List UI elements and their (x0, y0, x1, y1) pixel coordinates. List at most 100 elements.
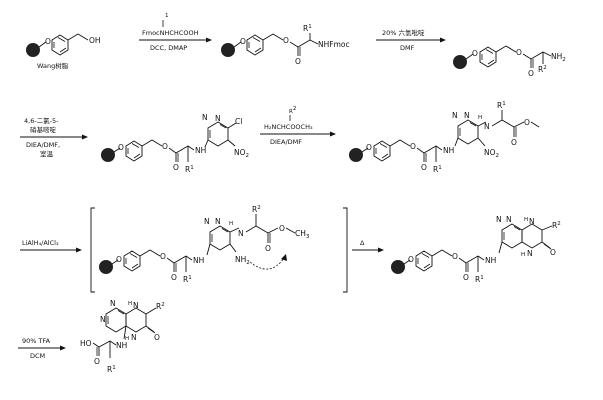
amino-nitrogen: N (484, 122, 490, 131)
nh-fmoc-group: NHFmoc (318, 40, 350, 49)
ester-oxygen: O (160, 252, 166, 261)
lactam-oxygen: O (154, 333, 160, 342)
step-6-arrow: Δ (352, 239, 384, 253)
resin-bead-icon (391, 260, 405, 274)
carbonyl-oxygen: O (511, 138, 517, 147)
ether-oxygen: O (45, 37, 51, 46)
ring-nitrogen: N (215, 114, 221, 123)
methoxy-oxygen: O (279, 224, 285, 233)
ester-oxygen: O (410, 142, 416, 151)
chloronitropyrimidine-structure: O O O R1 NH N N Cl NO2 (101, 113, 249, 174)
resin-bead-icon (101, 148, 115, 162)
ether-oxygen: O (408, 255, 414, 264)
nh-hydrogen: H (229, 221, 233, 227)
step-7-arrow: 90% TFA DCM (18, 337, 66, 360)
ring-nitrogen: N (100, 315, 106, 324)
step-1-conditions: DCC, DMAP (150, 44, 187, 52)
free-amine-structure: O O O NH2 R2 (453, 45, 566, 78)
ring-nitrogen: N (215, 217, 221, 226)
resin-bead-icon (453, 55, 467, 69)
step-2-conditions: DMF (400, 44, 415, 52)
heat-symbol: Δ (360, 239, 365, 247)
ring-nitrogen: N (110, 299, 116, 308)
r2-substituent: R2 (552, 221, 561, 230)
nh-linker: NH (485, 256, 496, 265)
carbonyl-oxygen: O (463, 273, 469, 282)
step-2-reagent: 20% 六氢吡啶 (382, 28, 425, 37)
step-4-conditions: DIEA/DMF (270, 138, 302, 146)
chloro-group: Cl (235, 117, 242, 126)
ring-nitrogen: N (496, 215, 502, 224)
ether-oxygen: O (366, 143, 372, 152)
methyl-group: CH3 (295, 229, 310, 240)
r2-substituent: R2 (538, 65, 547, 74)
step-7-reagent: 90% TFA (22, 337, 51, 345)
lactam-hydrogen: H (521, 252, 525, 258)
right-bracket (343, 207, 348, 293)
nitro-group: NO2 (484, 148, 499, 159)
ester-oxygen: O (452, 252, 458, 261)
r1-substituent: R1 (475, 275, 484, 284)
step-5-arrow: LiAlH₄/AlCl₃ (20, 239, 82, 253)
ring-nitrogen: N (529, 217, 535, 226)
resin-bead-icon (99, 260, 113, 274)
r1-substituent: R1 (107, 365, 116, 374)
carbonyl-oxygen: O (295, 57, 301, 66)
r2-substituent: R2 (156, 302, 165, 311)
ether-oxygen: O (116, 255, 122, 264)
ring-nh-hydrogen: H (524, 217, 528, 223)
fmoc-ester-structure: O O O NHFmoc R1 (221, 24, 350, 66)
amine-group: NH2 (551, 52, 566, 63)
ring-nitrogen: N (506, 215, 512, 224)
r1-substituent: R1 (185, 165, 194, 174)
lactam-nitrogen: N (131, 333, 137, 342)
amino-nitrogen: N (238, 229, 244, 238)
amine-group: NH2 (235, 255, 250, 266)
nh-linker: NH (443, 146, 454, 155)
ether-oxygen: O (240, 37, 246, 46)
nh-linker: NH (193, 256, 204, 265)
step-4-arrow: R2 H₂NCHCOOCH₃ DIEA/DMF (260, 106, 336, 146)
step-1-r1-superscript: 1 (165, 13, 169, 19)
resin-bead-icon (26, 43, 40, 57)
r1-substituent: R1 (433, 165, 442, 174)
lactam-oxygen: O (550, 248, 556, 257)
wang-resin-structure: O OH Wang树脂 (26, 33, 101, 70)
nh-hydrogen: H (478, 115, 482, 121)
step-4-r2-superscript: R2 (289, 106, 296, 115)
wang-resin-label: Wang树脂 (37, 61, 69, 70)
nh-linker: NH (195, 146, 206, 155)
bracketed-intermediate: O O O R1 NH N N H N NH2 R2 O O (90, 205, 348, 293)
step-1-reagent: FmocNHCHCOOH (142, 29, 199, 37)
lactam-nitrogen: N (527, 249, 533, 258)
resin-bead-icon (349, 148, 363, 162)
step-2-arrow: 20% 六氢吡啶 DMF (376, 28, 446, 52)
hydroxyl-group: HO (80, 339, 92, 348)
step-5-reagent: LiAlH₄/AlCl₃ (22, 239, 59, 247)
carbonyl-oxygen: O (173, 163, 179, 172)
ring-nh-hydrogen: H (128, 301, 132, 307)
ether-oxygen: O (118, 143, 124, 152)
ring-nitrogen: N (202, 113, 208, 122)
r2-substituent: R2 (252, 205, 261, 214)
step-7-conditions: DCM (30, 352, 45, 360)
r1-substituent: R1 (183, 275, 192, 284)
resin-pteridinone-structure: O O O R1 NH N N H N R2 O N H (391, 215, 561, 284)
r1-substituent: R1 (303, 24, 312, 33)
step-3-reagent-line2: 硝基嘧啶 (30, 125, 57, 134)
aminoester-pyrimidine-structure: O O O R1 NH N N H N NO2 R1 O O (349, 101, 540, 174)
ring-nitrogen: N (464, 111, 470, 120)
methoxy-oxygen: O (524, 118, 530, 127)
step-1-arrow: 1 FmocNHCHCOOH DCC, DMAP (139, 13, 212, 52)
carbonyl-oxygen: O (265, 244, 271, 253)
lactam-hydrogen: H (125, 336, 129, 342)
step-4-reagent: H₂NCHCOOCH₃ (264, 123, 313, 131)
step-3-conditions-line1: DIEA/DMF, (26, 141, 60, 149)
step-3-arrow: 4,6-二氯-5- 硝基嘧啶 DIEA/DMF, 室温 (20, 116, 88, 158)
ether-oxygen: O (472, 49, 478, 58)
ring-nitrogen: N (133, 301, 139, 310)
ester-oxygen: O (516, 48, 522, 57)
carbonyl-oxygen: O (421, 163, 427, 172)
carbonyl-oxygen: O (528, 69, 534, 78)
